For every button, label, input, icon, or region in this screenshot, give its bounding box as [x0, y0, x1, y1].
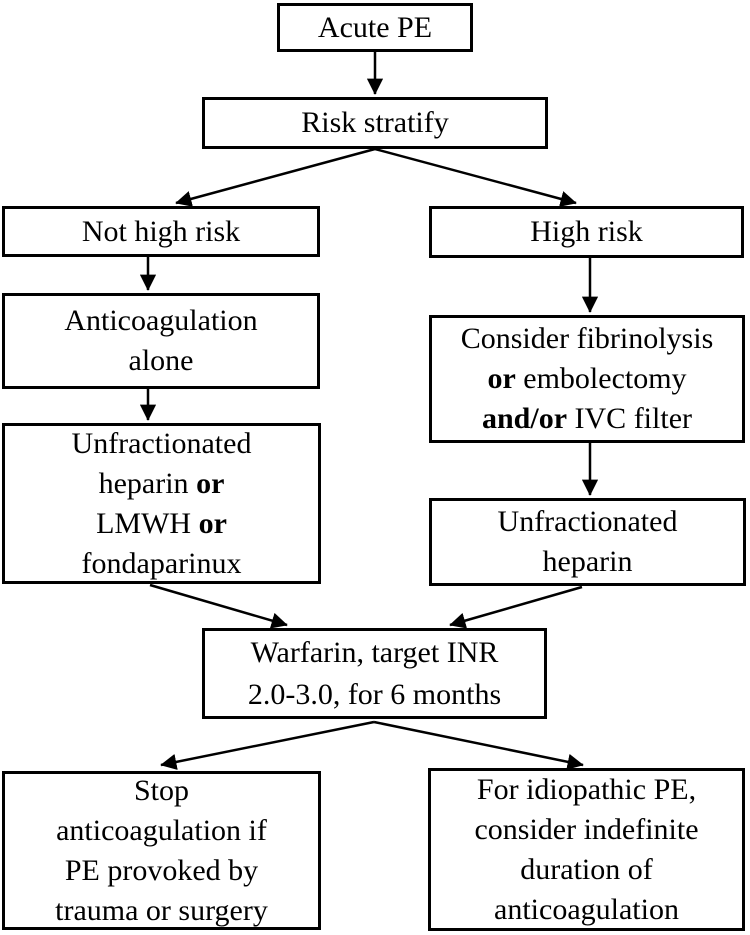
node-line: Consider fibrinolysis — [460, 322, 714, 355]
node-acute-pe-label: Acute PE — [317, 10, 433, 44]
node-line: Stop — [133, 773, 190, 807]
node-not-high-risk-label: Not high risk — [81, 214, 241, 248]
node-line: 2.0-3.0, for 6 months — [247, 677, 502, 711]
node-line: fondaparinux — [81, 546, 242, 580]
arrow-warfarin-to-stop-anticoagulation — [160, 720, 375, 770]
node-line: alone — [128, 344, 194, 377]
node-risk-stratify-label: Risk stratify — [301, 106, 449, 139]
node-line: heparin — [542, 545, 633, 578]
node-line: LMWH or — [96, 504, 227, 544]
node-consider-fibrinolysis: Consider fibrinolysis or embolectomy and… — [429, 315, 745, 443]
bold-or: or — [487, 362, 516, 395]
node-acute-pe: Acute PE — [277, 3, 473, 52]
node-line-text: LMWH — [96, 506, 199, 540]
node-idiopathic-pe: For idiopathic PE, consider indefinite d… — [428, 768, 745, 931]
node-line-text: IVC filter — [567, 402, 692, 435]
bold-or: or — [198, 506, 227, 540]
node-line: consider indefinite — [474, 812, 699, 846]
node-line: Warfarin, target INR — [250, 635, 499, 669]
node-line: heparin or — [99, 464, 225, 504]
node-line: Anticoagulation — [64, 304, 258, 337]
arrow-risk-stratify-to-not-high-risk — [175, 147, 376, 207]
node-line-text: embolectomy — [515, 362, 687, 395]
node-warfarin: Warfarin, target INR 2.0-3.0, for 6 mont… — [202, 628, 547, 719]
bold-and-or: and/or — [482, 402, 568, 435]
node-line: Unfractionated — [71, 426, 252, 460]
node-line: anticoagulation — [494, 892, 679, 926]
node-line: For idiopathic PE, — [476, 772, 697, 806]
arrow-risk-stratify-to-high-risk — [374, 147, 577, 207]
node-line: Unfractionated — [497, 505, 678, 538]
node-line: or embolectomy — [487, 359, 686, 399]
node-stop-anticoagulation: Stop anticoagulation if PE provoked by t… — [2, 771, 321, 930]
arrow-warfarin-to-idiopathic-pe — [373, 720, 584, 770]
node-line-text: heparin — [98, 466, 197, 500]
node-risk-stratify: Risk stratify — [202, 97, 548, 149]
node-line: duration of — [520, 852, 653, 886]
node-high-risk-label: High risk — [530, 215, 643, 248]
bold-or: or — [196, 466, 225, 500]
node-anticoagulation-alone: Anticoagulation alone — [2, 293, 320, 389]
node-high-risk: High risk — [429, 206, 744, 258]
node-line: anticoagulation if — [56, 813, 267, 847]
node-line: trauma or surgery — [55, 893, 268, 927]
node-not-high-risk: Not high risk — [2, 206, 320, 257]
arrow-heparin-lmwh-to-warfarin — [149, 583, 288, 629]
node-line: and/or IVC filter — [482, 399, 692, 439]
arrow-unfractionated-heparin-to-warfarin — [449, 585, 583, 629]
node-heparin-lmwh-fondaparinux: Unfractionated heparin or LMWH or fondap… — [2, 423, 321, 584]
node-line: PE provoked by — [64, 853, 259, 887]
node-unfractionated-heparin: Unfractionated heparin — [429, 498, 746, 586]
